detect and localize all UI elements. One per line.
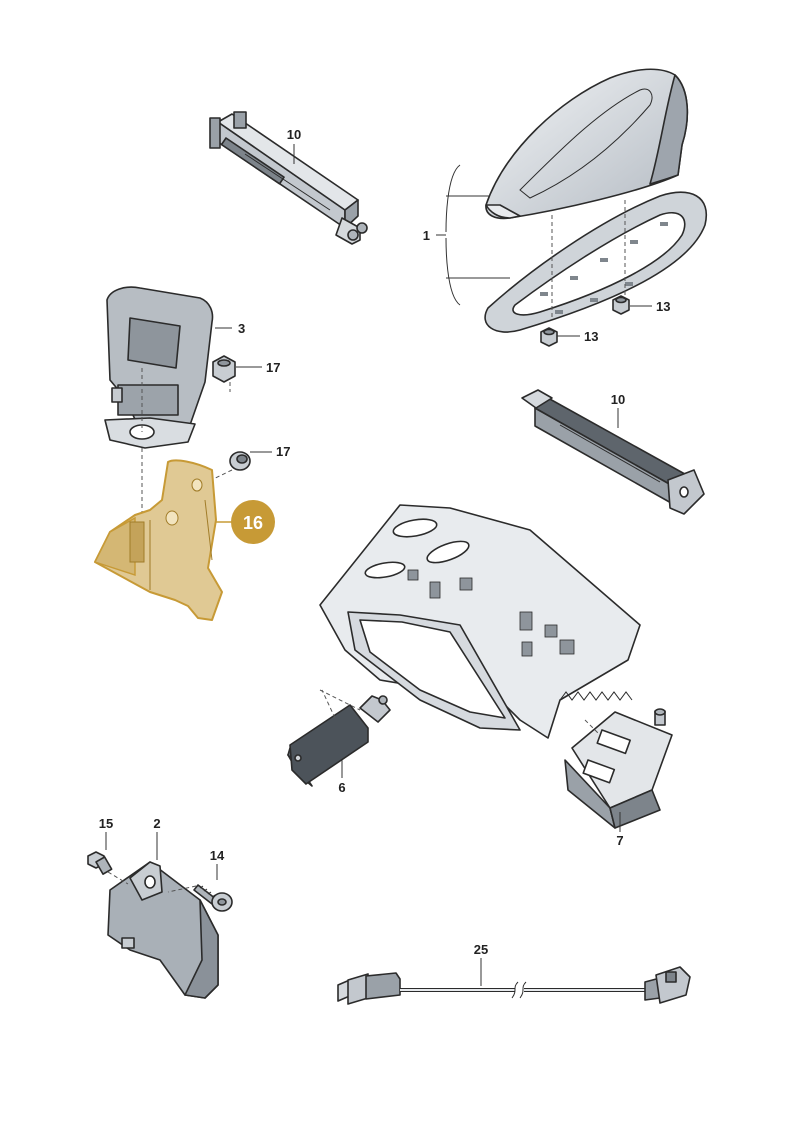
label-13-b: 13 bbox=[584, 329, 598, 344]
part-14-screw[interactable] bbox=[167, 884, 233, 912]
part-1-bracket-leader bbox=[436, 164, 626, 320]
part-2-bracket[interactable] bbox=[107, 861, 219, 999]
part-3-bracket[interactable] bbox=[104, 286, 214, 449]
part-1-gasket[interactable] bbox=[484, 191, 708, 333]
label-10-top: 10 bbox=[287, 127, 301, 142]
part-16-highlighted-plate[interactable] bbox=[94, 459, 223, 621]
part-13-nut-b[interactable] bbox=[540, 327, 558, 347]
label-6: 6 bbox=[338, 780, 345, 795]
label-7: 7 bbox=[616, 833, 623, 848]
part-7-module[interactable] bbox=[564, 708, 673, 829]
label-17-a: 17 bbox=[266, 360, 280, 375]
label-13-a: 13 bbox=[656, 299, 670, 314]
label-1: 1 bbox=[423, 228, 430, 243]
part-16-callout-badge[interactable]: 16 bbox=[216, 500, 275, 544]
label-10-right: 10 bbox=[611, 392, 625, 407]
label-14: 14 bbox=[210, 848, 225, 863]
label-16: 16 bbox=[243, 513, 263, 533]
label-25: 25 bbox=[474, 942, 488, 957]
part-17-nut-a[interactable] bbox=[212, 355, 236, 383]
part-25-cable[interactable] bbox=[337, 966, 691, 1005]
central-mounting-frame[interactable] bbox=[319, 504, 641, 739]
part-17-nut-b[interactable] bbox=[229, 451, 251, 471]
part-10-amplifier-top[interactable] bbox=[209, 111, 368, 245]
part-13-nut-a[interactable] bbox=[612, 295, 630, 315]
leader-lines bbox=[105, 144, 652, 986]
label-3: 3 bbox=[238, 321, 245, 336]
part-15-bolt[interactable] bbox=[87, 851, 129, 885]
label-2: 2 bbox=[153, 816, 160, 831]
part-6-module[interactable] bbox=[287, 689, 391, 787]
label-17-b: 17 bbox=[276, 444, 290, 459]
part-10-amplifier-right[interactable] bbox=[521, 389, 705, 515]
part-1-roof-antenna[interactable] bbox=[485, 68, 689, 220]
label-15: 15 bbox=[99, 816, 113, 831]
part-labels: 10 1 3 17 17 13 13 10 6 7 15 2 14 25 bbox=[99, 127, 671, 957]
